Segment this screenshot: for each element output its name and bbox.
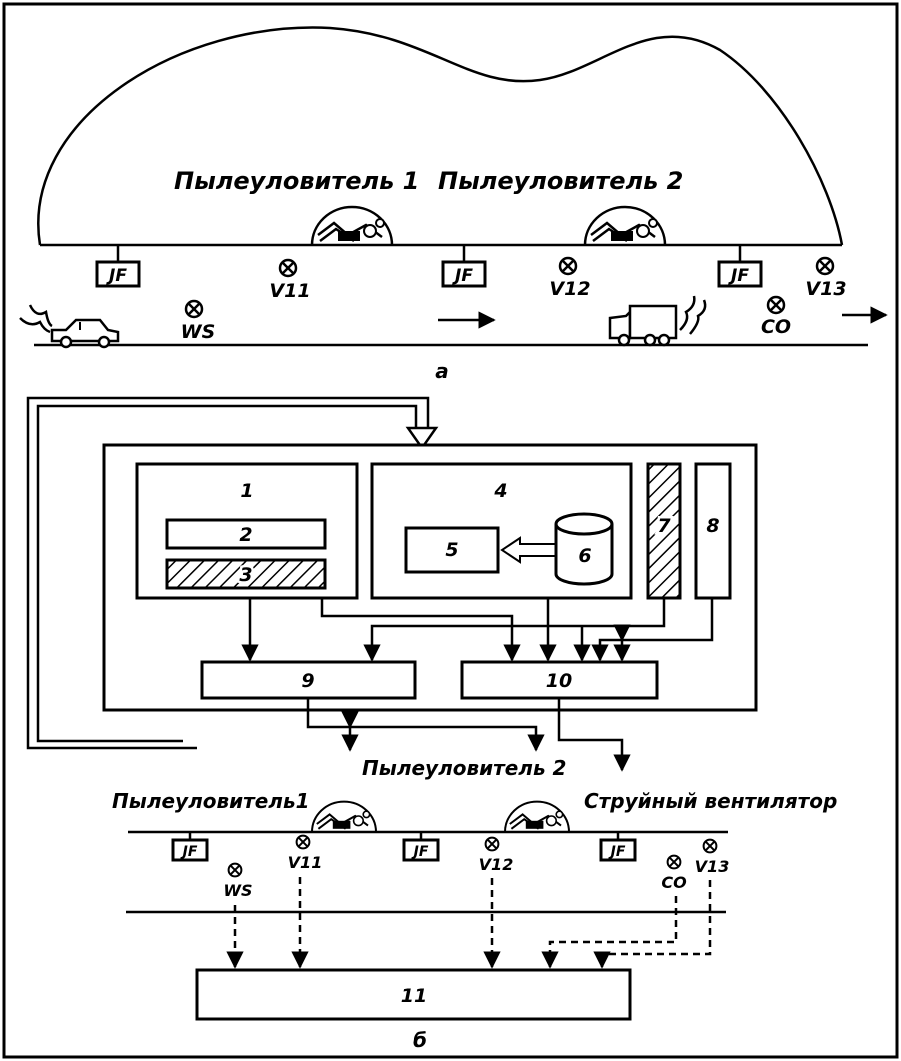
block-5 <box>404 526 500 574</box>
jf-sensor-3: JF <box>717 245 763 288</box>
svg-text:JF: JF <box>180 844 198 860</box>
v13-sensor-icon-b <box>702 838 718 854</box>
svg-text:JF: JF <box>608 844 626 860</box>
svg-text:JF: JF <box>452 266 473 286</box>
dust-collector-1-icon <box>310 205 394 247</box>
v13-label: V13 <box>805 278 846 300</box>
truck-icon <box>608 295 707 347</box>
jf-sensor-b2: JF <box>402 832 440 862</box>
block-11-label: 11 <box>401 985 427 1007</box>
dust-collector-1-label-b: Пылеуловитель1 <box>112 789 310 813</box>
svg-text:JF: JF <box>728 266 749 286</box>
block-5-label: 5 <box>445 539 458 561</box>
block-3 <box>165 558 327 590</box>
v12-label-b: V12 <box>479 855 514 874</box>
car-icon <box>19 304 120 349</box>
jet-fan-label: Струйный вентилятор <box>584 789 837 813</box>
arrow-6-to-5 <box>500 536 557 564</box>
co-link <box>541 896 678 969</box>
co-sensor-icon-b <box>666 854 682 870</box>
tunnel-profile <box>37 26 844 246</box>
dust-collector-2-icon <box>583 205 667 247</box>
v11-label-b: V11 <box>288 853 323 872</box>
ws-sensor-icon <box>184 299 204 319</box>
ws-sensor-icon-b <box>227 862 243 878</box>
block-6-database-icon <box>554 512 614 586</box>
co-label-b: CO <box>661 873 687 892</box>
block-3-label: 3 <box>239 564 252 586</box>
dust-collector-1-icon-b <box>310 800 378 834</box>
jf-sensor-1: JF <box>95 245 141 288</box>
svg-text:JF: JF <box>411 844 429 860</box>
ws-label-b: WS <box>223 881 252 900</box>
block-8 <box>694 462 732 600</box>
v11-sensor-icon <box>278 258 298 278</box>
diagram-a: Пылеуловитель 1 Пылеуловитель 2 JF JF JF… <box>19 26 888 383</box>
block-7-label: 7 <box>657 515 671 537</box>
v12-label: V12 <box>549 278 590 300</box>
link-3-to-10 <box>320 598 521 662</box>
dust-collector-2-label-b: Пылеуловитель 2 <box>362 756 566 780</box>
v12-sensor-icon-b <box>484 836 500 852</box>
block-2 <box>165 518 327 550</box>
jf-sensor-b1: JF <box>171 832 209 862</box>
block-11 <box>195 968 632 1021</box>
block-9-label: 9 <box>301 670 314 692</box>
caption-a: а <box>435 359 449 383</box>
v12-sensor-icon <box>558 256 578 276</box>
dust-collector-2-icon-b <box>503 800 571 834</box>
block-4-label: 4 <box>493 480 507 502</box>
link-8-to-10 <box>591 598 714 662</box>
diagram-b: 1 2 3 4 5 6 7 8 9 10 <box>26 396 837 1052</box>
block-1-label: 1 <box>240 480 253 502</box>
v13-sensor-icon <box>815 256 835 276</box>
link-9-to-collectors <box>306 698 545 752</box>
link-7-to-9-10 <box>363 598 666 662</box>
feedback-arrowhead <box>405 426 439 451</box>
v13-link <box>593 880 712 969</box>
dust-collector-1-label: Пылеуловитель 1 <box>174 167 419 195</box>
v13-label-b: V13 <box>695 857 730 876</box>
feedback-loop-outer <box>26 396 430 750</box>
block-9 <box>200 660 417 700</box>
co-label: CO <box>761 316 791 338</box>
v11-sensor-icon-b <box>295 834 311 850</box>
ws-label: WS <box>181 321 216 343</box>
jf-sensor-2: JF <box>441 245 487 288</box>
feedback-loop-inner <box>36 404 418 743</box>
jf-sensor-b3: JF <box>599 832 637 862</box>
co-sensor-icon <box>766 295 786 315</box>
dust-collector-2-label: Пылеуловитель 2 <box>438 167 683 195</box>
block-6-label: 6 <box>578 545 591 567</box>
block-2-label: 2 <box>239 524 252 546</box>
block-10-label: 10 <box>546 670 572 692</box>
link-10-to-jet-fan <box>557 698 631 772</box>
svg-text:JF: JF <box>106 266 127 286</box>
block-8-label: 8 <box>706 515 719 537</box>
v11-label: V11 <box>269 280 310 302</box>
caption-b: б <box>413 1028 427 1052</box>
